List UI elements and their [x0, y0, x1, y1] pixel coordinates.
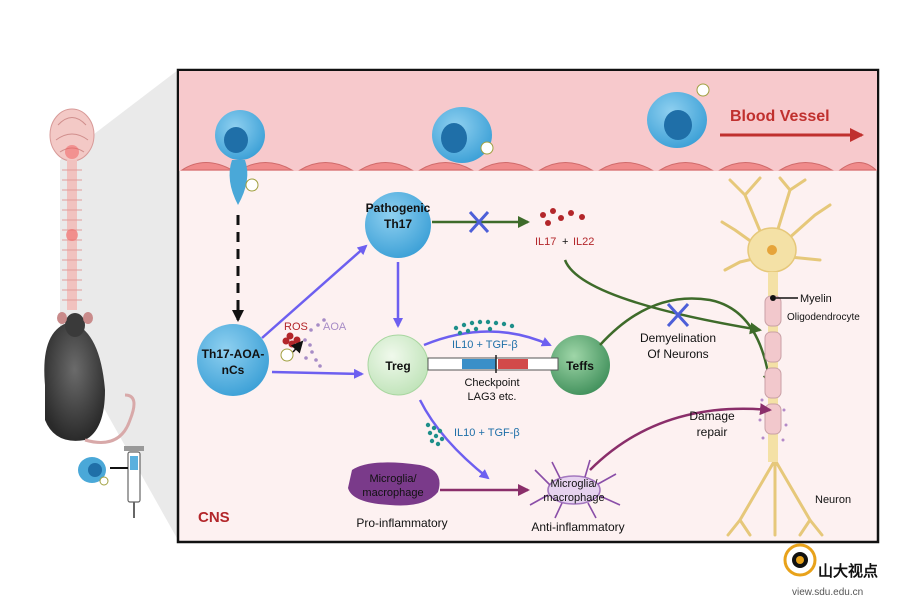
oligodendrocyte-label: Oligodendrocyte: [787, 312, 860, 323]
aoa-dots: [303, 318, 326, 368]
brain-spinal-cord-illustration: [49, 108, 95, 310]
watermark-title: 山大视点: [818, 562, 878, 580]
il22-label: IL22: [573, 236, 594, 248]
pathogenic-th17-line1: Pathogenic: [366, 201, 431, 215]
pathogenic-th17-line2: Th17: [384, 217, 412, 231]
teffs-label: Teffs: [566, 359, 594, 373]
vessel-cell-migrating: [215, 110, 265, 205]
il10-tgfb-dots-bottom: [425, 422, 445, 447]
plus-label: +: [562, 236, 568, 248]
treg-label: Treg: [385, 359, 410, 373]
microglia-anti-line1: Microglia/: [550, 478, 598, 490]
green-arrows-to-neuron: [563, 259, 775, 387]
demyelination-debris: [758, 398, 788, 442]
watermark-url: view.sdu.edu.cn: [792, 587, 863, 598]
injected-cell-icon: [78, 457, 109, 486]
microglia-anti-inflammatory: [529, 459, 621, 519]
il10-tgfb-bottom-label: IL10 + TGF-β: [454, 427, 520, 439]
pathogenic-th17-cell: [365, 192, 431, 258]
checkpoint-label-line1: Checkpoint: [464, 377, 519, 389]
myelin-label: Myelin: [800, 293, 832, 305]
syringe-icon: [110, 446, 144, 518]
il10-tgfb-top-label: IL10 + TGF-β: [452, 339, 518, 351]
blocked-x-il17: [468, 210, 490, 234]
demyelination-line1: Demyelination: [640, 331, 716, 345]
sdu-logo-icon: [783, 543, 817, 577]
neuron-soma: [747, 227, 797, 273]
teffs-cell: [550, 335, 610, 395]
cns-label: CNS: [198, 509, 230, 526]
damage-repair-arrow: [589, 403, 772, 471]
mouse-illustration: [44, 312, 136, 444]
vessel-cell-2: [432, 107, 494, 163]
blocked-x-demyelination: [666, 302, 690, 328]
blood-vessel-label: Blood Vessel: [730, 108, 830, 125]
zoom-cone: [60, 70, 178, 540]
il10-tgfb-dots-top: [453, 319, 515, 336]
anti-inflammatory-label: Anti-inflammatory: [531, 520, 624, 534]
th17-aoa-label-line1: Th17-AOA-: [202, 347, 265, 361]
ros-label: ROS: [284, 321, 308, 333]
damage-line1: Damage: [689, 409, 735, 423]
cns-panel: [176, 68, 880, 544]
microglia-pro-line1: Microglia/: [369, 473, 417, 485]
blue-arrows: [261, 244, 552, 480]
pro-inflammatory-label: Pro-inflammatory: [356, 516, 447, 530]
microglia-pro-line2: macrophage: [362, 487, 423, 499]
neuron-label: Neuron: [815, 494, 851, 506]
il17-label: IL17: [535, 236, 556, 248]
damage-line2: repair: [697, 425, 728, 439]
th17-aoa-ncs-cell: [197, 324, 269, 396]
il17-il22-dots: [540, 208, 585, 226]
demyelination-line2: Of Neurons: [647, 347, 708, 361]
ros-dots: [280, 332, 304, 362]
checkpoint-label-line2: LAG3 etc.: [468, 391, 517, 403]
microglia-anti-line2: macrophage: [543, 492, 604, 504]
aoa-label: AOA: [323, 321, 347, 333]
vessel-cell-3: [647, 83, 710, 148]
checkpoint-receptor: [427, 355, 559, 373]
microglia-pro-inflammatory: [348, 462, 440, 506]
th17-aoa-label-line2: nCs: [222, 363, 245, 377]
axon-myelin: [764, 272, 798, 462]
